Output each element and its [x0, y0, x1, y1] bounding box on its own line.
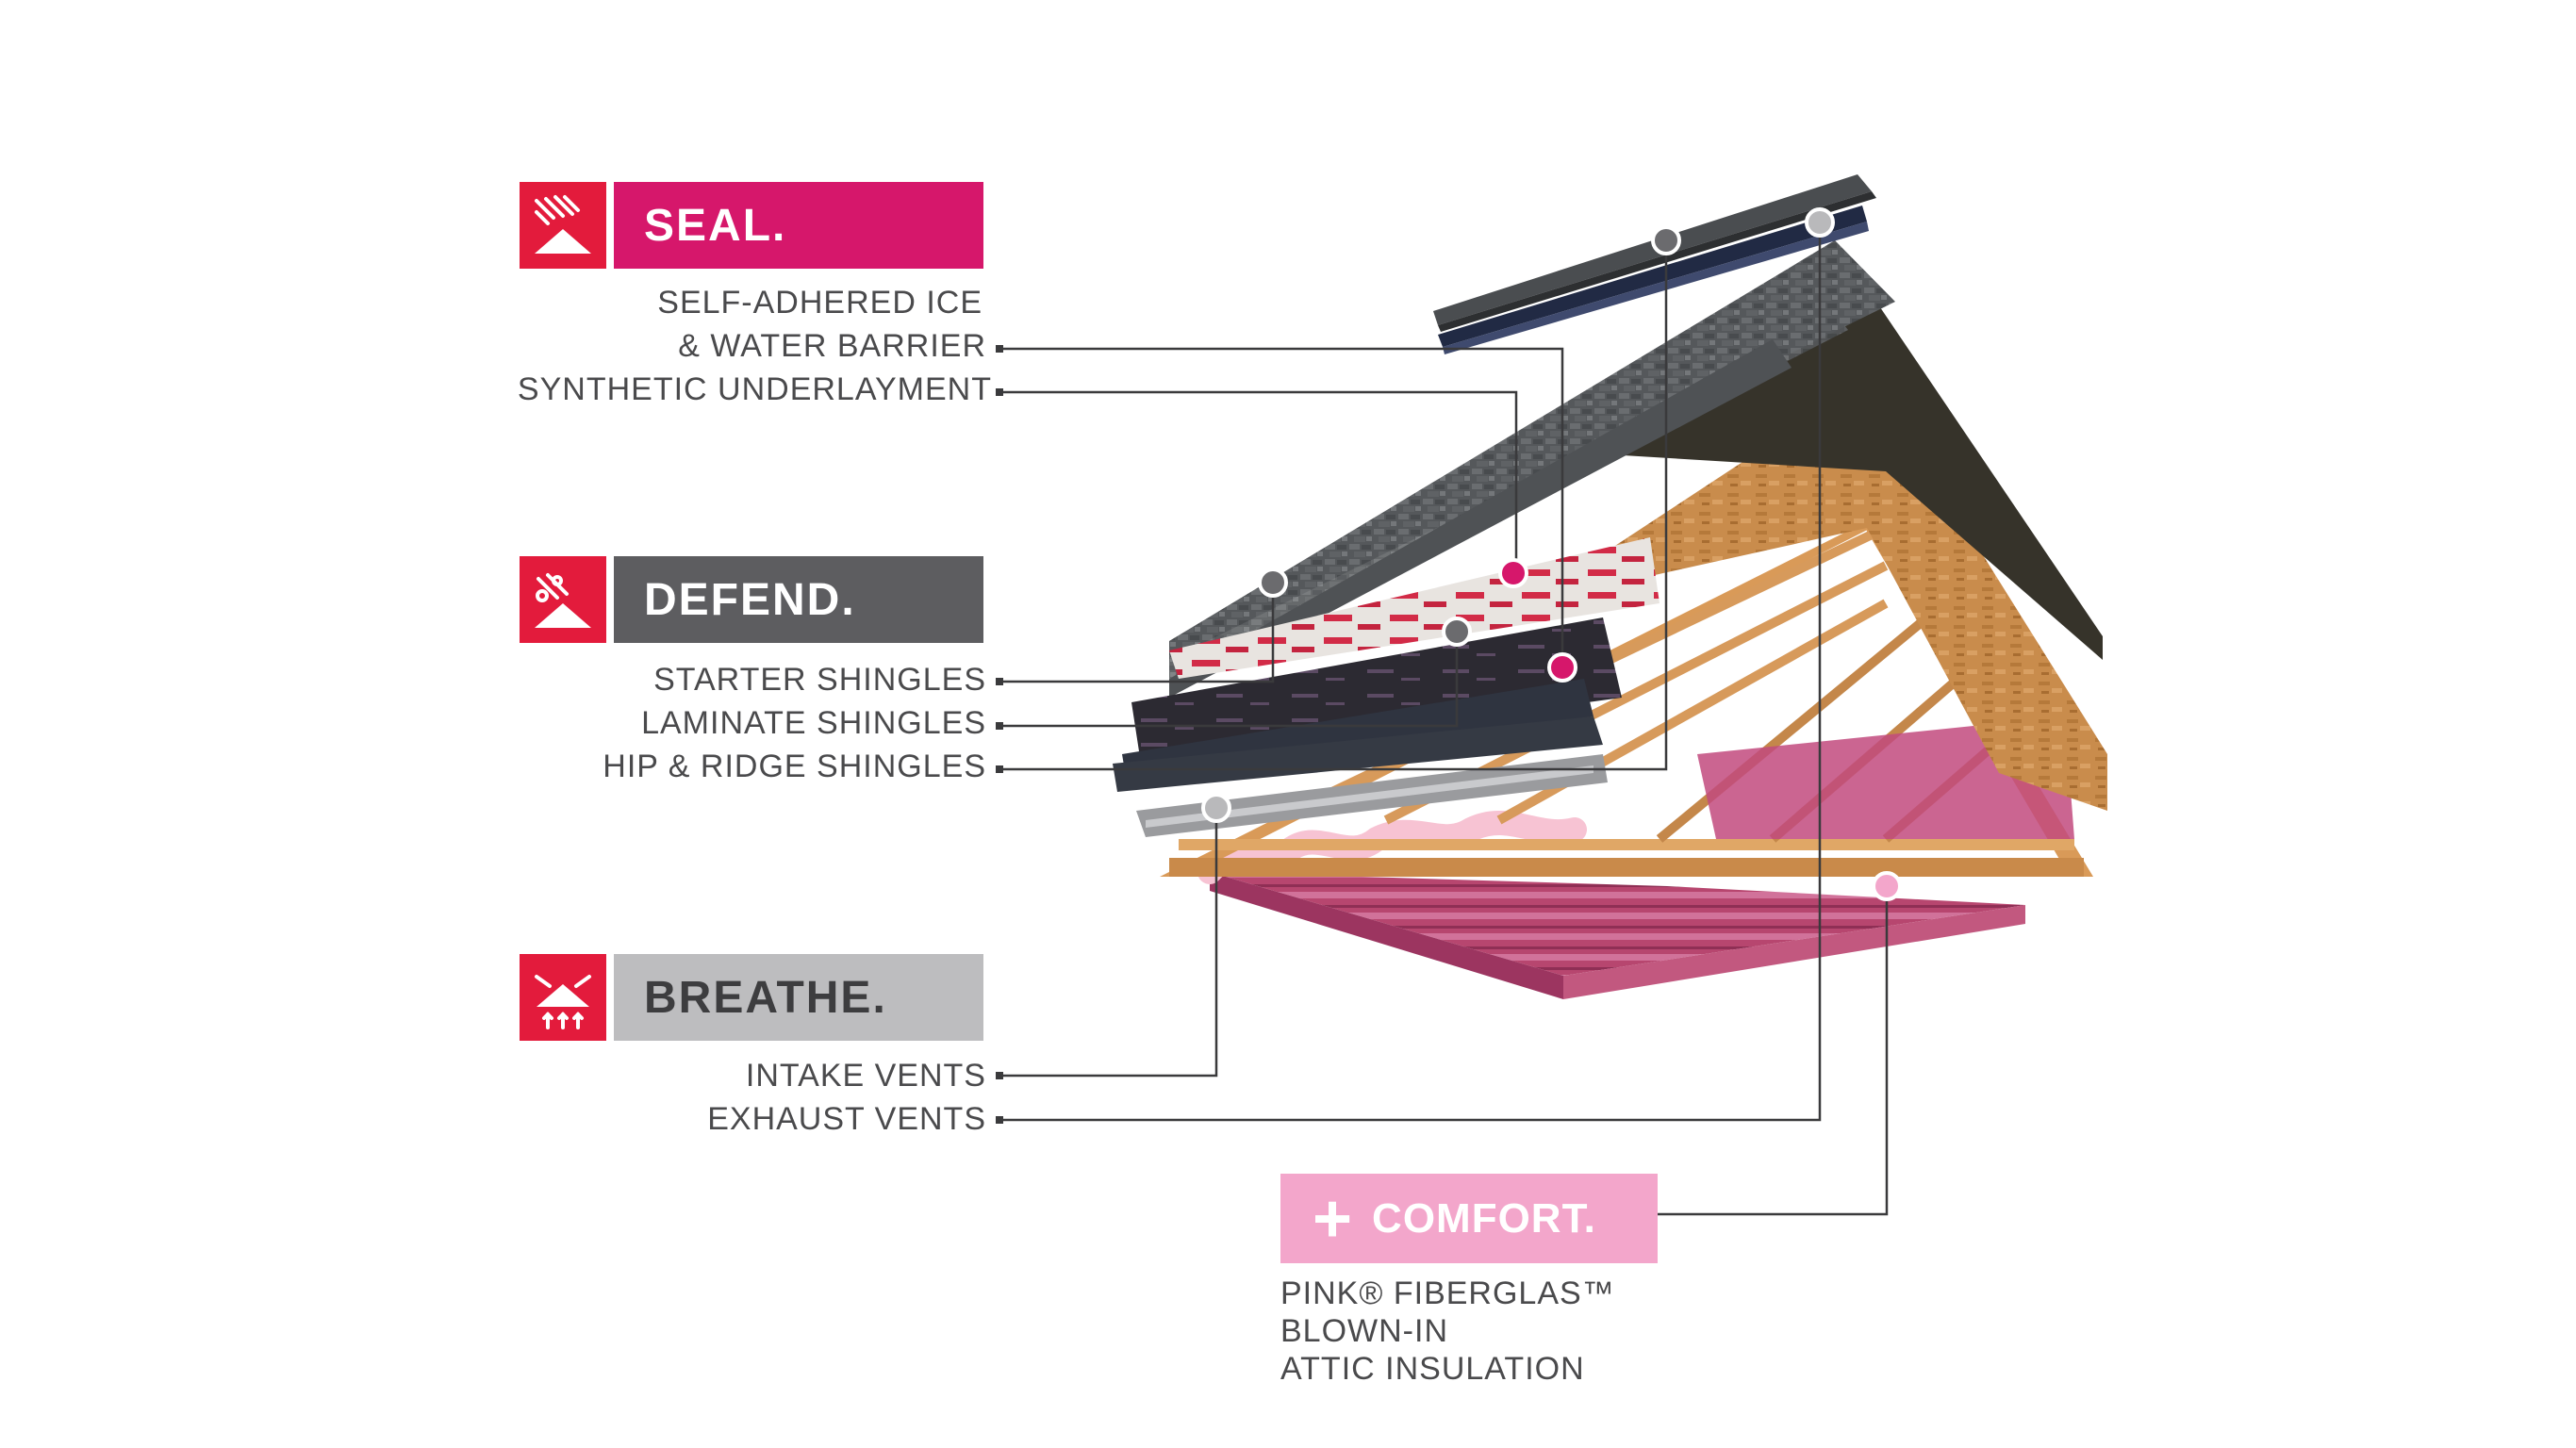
seal-header: SEAL. [520, 182, 983, 269]
hip-ridge-shingles-strip [1113, 716, 1603, 792]
airflow-icon [520, 954, 606, 1041]
insulation-description: PINK® FIBERGLAS™ BLOWN-IN ATTIC INSULATI… [1280, 1275, 1615, 1388]
defend-header: DEFEND. [520, 556, 983, 643]
breathe-header: BREATHE. [520, 954, 983, 1041]
back-roof-plane [1499, 240, 2103, 660]
leader-lines [1001, 222, 1889, 1216]
seal-label: SEAL. [614, 182, 983, 269]
ice-barrier-label-line2: & WATER BARRIER [678, 328, 986, 364]
hip-ridge-shingles-label: HIP & RIDGE SHINGLES [603, 749, 986, 784]
plus-icon: + [1313, 1180, 1354, 1257]
roof-deck [1527, 377, 2107, 811]
leader-end-ticks [996, 345, 1003, 1124]
laminate-shingles-label: LAMINATE SHINGLES [641, 705, 986, 741]
ice-barrier-label-line1: SELF-ADHERED ICE [657, 285, 983, 321]
comfort-label: COMFORT. [1372, 1194, 1596, 1242]
exhaust-vents-label: EXHAUST VENTS [707, 1101, 986, 1137]
batt-insulation [1697, 716, 2074, 839]
insulation-line1: PINK® FIBERGLAS™ [1280, 1275, 1615, 1311]
intake-vents-label: INTAKE VENTS [745, 1058, 986, 1094]
comfort-header: + COMFORT. [1280, 1174, 1658, 1263]
breathe-label: BREATHE. [614, 954, 983, 1041]
insulation-line2: BLOWN-IN [1280, 1313, 1448, 1349]
wind-shield-icon [520, 556, 606, 643]
callout-dots [1201, 207, 1902, 901]
synthetic-underlayment-label: SYNTHETIC UNDERLAYMENT [517, 371, 992, 407]
synthetic-underlayment [1169, 537, 1660, 679]
insulation-line3: ATTIC INSULATION [1280, 1351, 1585, 1387]
ridge-caps [1433, 174, 1876, 354]
defend-label: DEFEND. [614, 556, 983, 643]
starter-shingles-label: STARTER SHINGLES [653, 662, 986, 698]
ice-shield-icon [520, 182, 606, 269]
